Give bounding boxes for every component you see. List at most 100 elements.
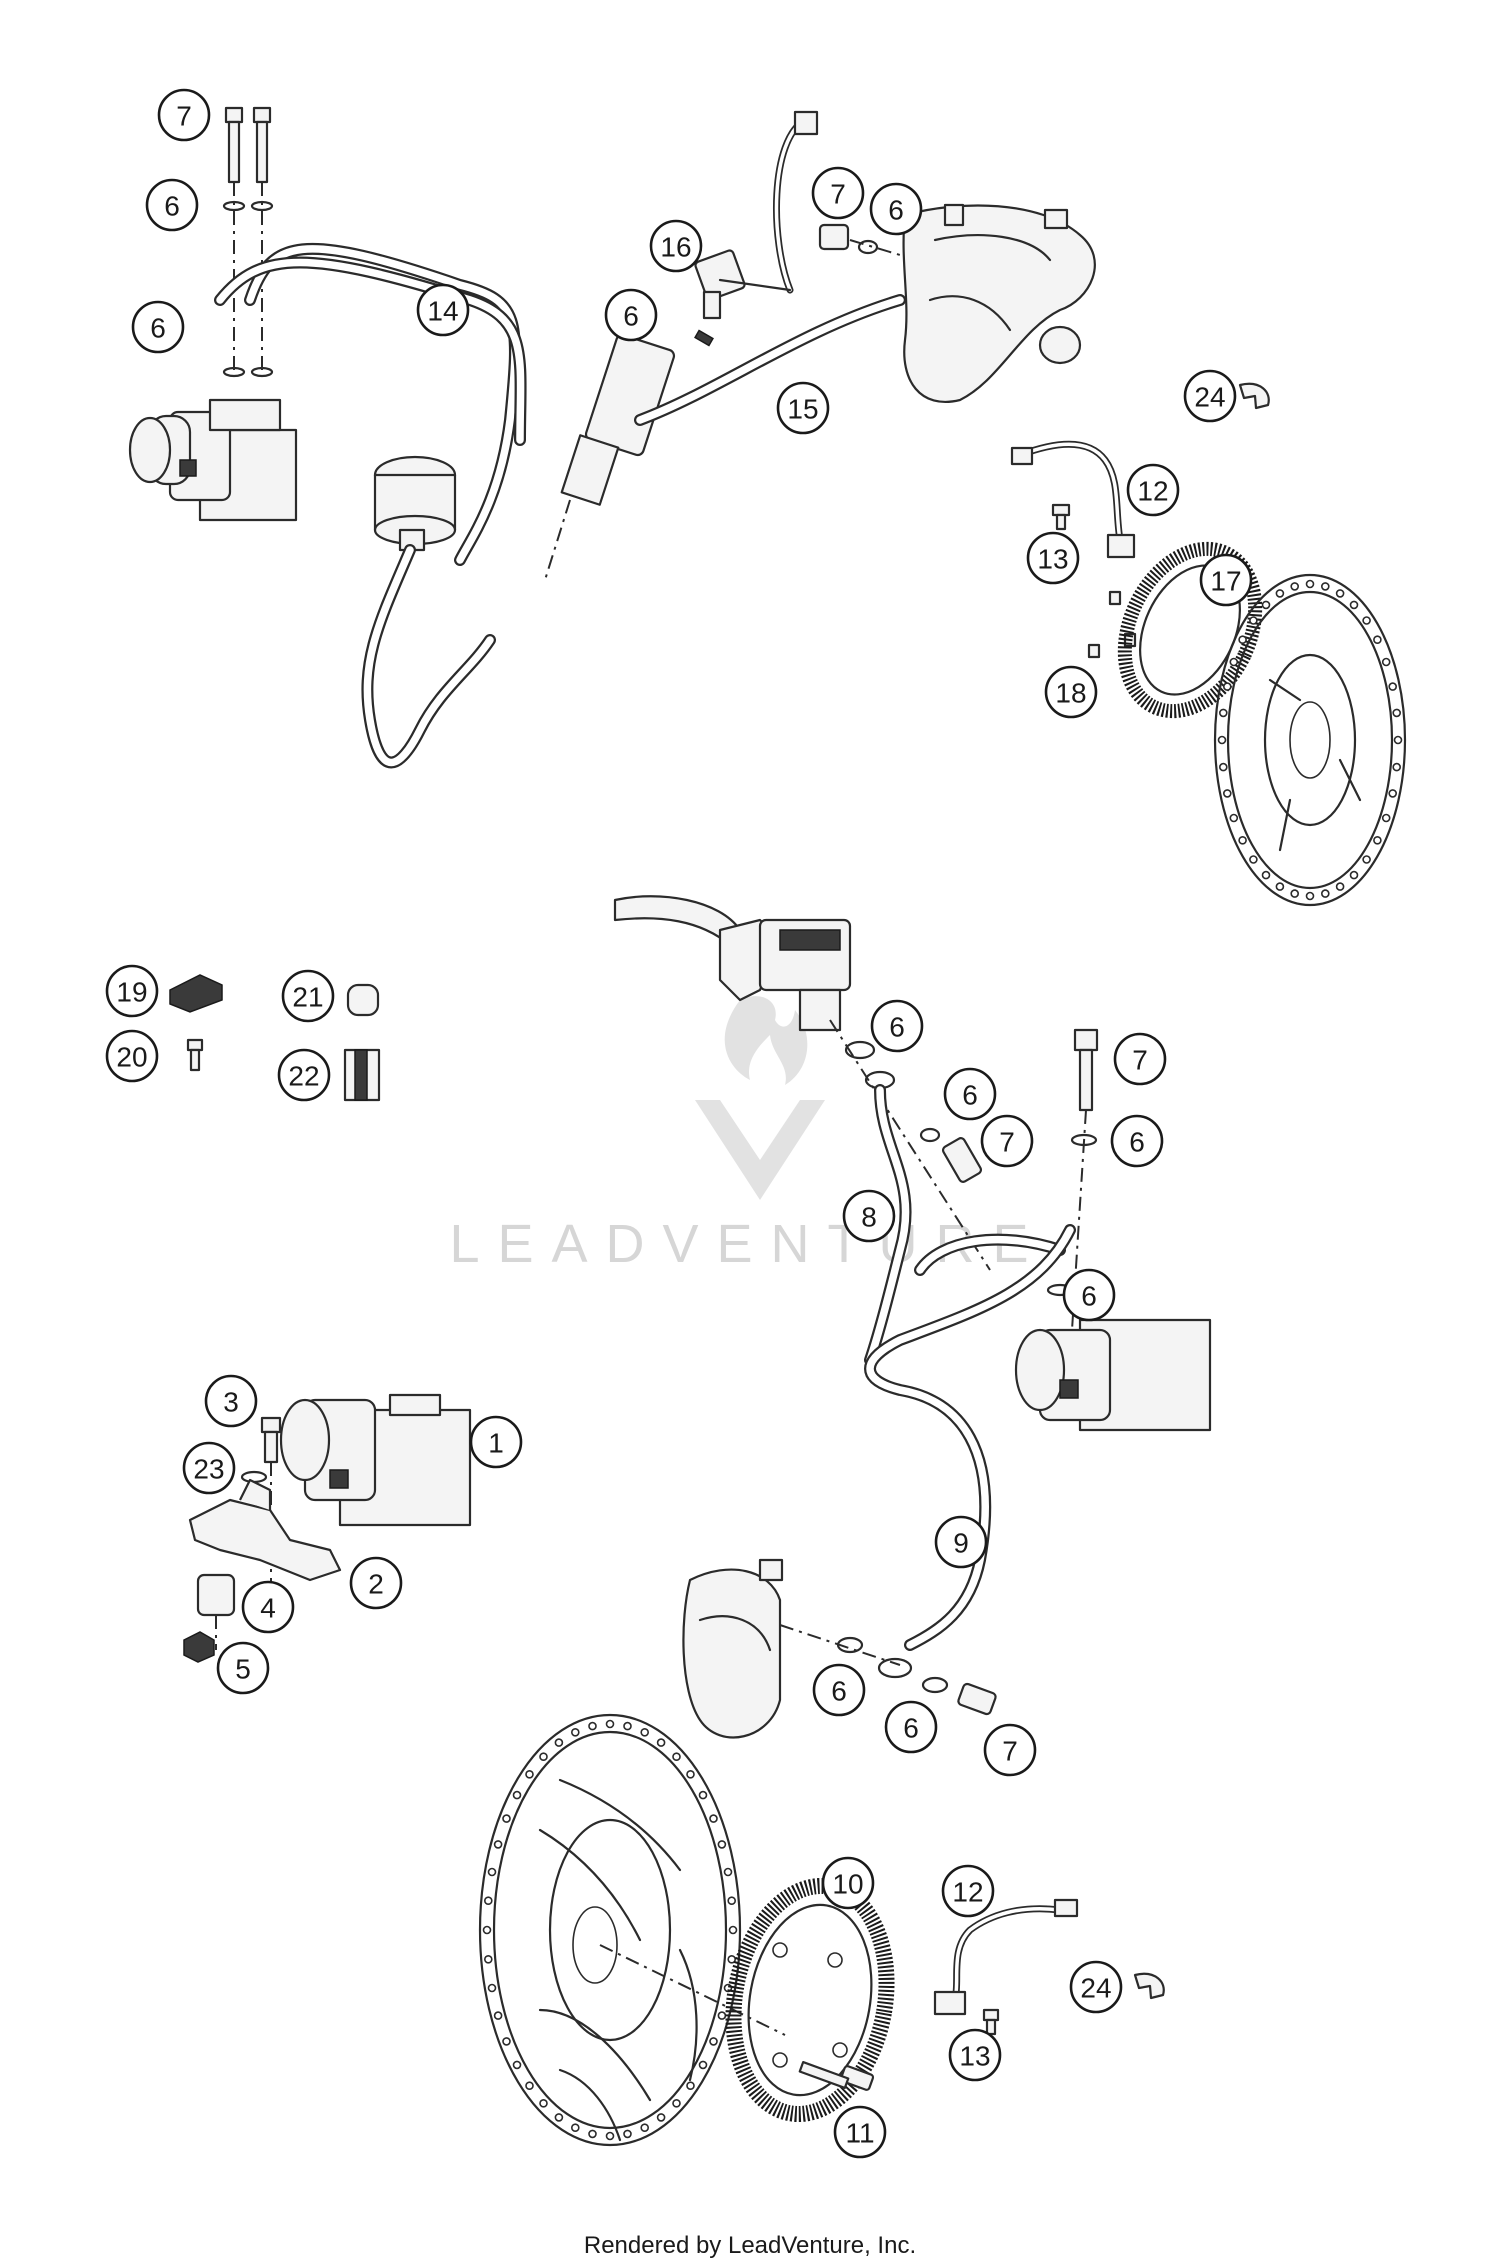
disc-perforation (1223, 682, 1232, 691)
callout-circle (145, 178, 199, 232)
callout-c13b[interactable]: 13 (948, 2028, 1002, 2082)
disc-perforation (728, 1925, 738, 1935)
disc-perforation (1321, 889, 1330, 898)
disc-perforation (1373, 835, 1382, 845)
front-brake-caliper (682, 1558, 901, 1739)
callout-c6f[interactable]: 6 (943, 1067, 997, 1121)
callout-circle (1069, 1960, 1123, 2014)
disc-perforation (727, 1896, 737, 1905)
disc-perforation (1305, 891, 1315, 901)
callout-circle (1183, 369, 1237, 423)
callout-c2[interactable]: 2 (349, 1556, 403, 1610)
callout-c7c[interactable]: 7 (1113, 1032, 1167, 1086)
callout-c6g[interactable]: 6 (1110, 1114, 1164, 1168)
abs-unit-top (128, 398, 298, 522)
callout-number: 10 (832, 1869, 863, 1900)
disc-perforation (570, 1728, 580, 1737)
callout-number: 6 (889, 1012, 905, 1043)
callout-c18[interactable]: 18 (1044, 665, 1098, 719)
disc-perforation (1362, 855, 1371, 864)
callout-c20[interactable]: 20 (105, 1029, 159, 1083)
callout-number: 16 (660, 232, 691, 263)
callout-c12b[interactable]: 12 (941, 1864, 995, 1918)
callout-number: 13 (959, 2041, 990, 2072)
callout-c23[interactable]: 23 (182, 1441, 236, 1495)
disc-perforation (1249, 855, 1258, 864)
callout-c8[interactable]: 8 (842, 1189, 896, 1243)
callout-number: 7 (999, 1127, 1015, 1158)
disc-perforation (1392, 708, 1401, 718)
callout-number: 3 (223, 1387, 239, 1418)
washer-23 (240, 1470, 268, 1484)
callout-c24b[interactable]: 24 (1069, 1960, 1123, 2014)
disc-perforation (1392, 762, 1401, 772)
callout-circle (281, 969, 335, 1023)
callout-c15[interactable]: 15 (776, 381, 830, 435)
callout-number: 22 (288, 1061, 319, 1092)
callout-c19[interactable]: 19 (105, 964, 159, 1018)
callout-c11[interactable]: 11 (833, 2105, 887, 2159)
callout-circle (469, 1415, 523, 1469)
callout-c6d[interactable]: 6 (869, 182, 923, 236)
callout-c5[interactable]: 5 (216, 1641, 270, 1695)
callout-c6e[interactable]: 6 (870, 999, 924, 1053)
callout-number: 6 (150, 313, 166, 344)
callout-c21[interactable]: 21 (281, 969, 335, 1023)
disc-perforation (1249, 616, 1258, 625)
callout-c14[interactable]: 14 (416, 283, 470, 337)
callout-c7e[interactable]: 7 (983, 1723, 1037, 1777)
callout-circle (811, 166, 865, 220)
callout-c6j[interactable]: 6 (884, 1700, 938, 1754)
disc-perforation (656, 1738, 666, 1747)
callout-number: 7 (176, 101, 192, 132)
callout-c3[interactable]: 3 (204, 1374, 258, 1428)
callout-c13a[interactable]: 13 (1026, 531, 1080, 585)
callout-c7d[interactable]: 7 (980, 1114, 1034, 1168)
disc-perforation (1349, 600, 1359, 610)
callout-number: 9 (953, 1528, 969, 1559)
callout-c1[interactable]: 1 (469, 1415, 523, 1469)
callout-c6b[interactable]: 6 (131, 300, 185, 354)
wheel-speed-sensor-12-top (1010, 440, 1136, 559)
disc-perforation (1275, 589, 1285, 598)
callout-circle (1199, 553, 1253, 607)
callout-c9[interactable]: 9 (934, 1515, 988, 1569)
disc-perforation (1223, 789, 1232, 798)
callout-c7a[interactable]: 7 (157, 88, 211, 142)
disc-perforation (1335, 882, 1345, 891)
disc-perforation (554, 1738, 564, 1747)
callout-circle (884, 1700, 938, 1754)
callout-c7b[interactable]: 7 (811, 166, 865, 220)
disc-perforation (727, 1955, 737, 1964)
callout-c10[interactable]: 10 (821, 1856, 875, 1910)
callout-number: 6 (962, 1080, 978, 1111)
disc-perforation (1290, 889, 1299, 898)
disc-perforation (1229, 657, 1239, 667)
callout-circle (869, 182, 923, 236)
callout-c16[interactable]: 16 (649, 219, 703, 273)
callout-circle (776, 381, 830, 435)
callout-c6h[interactable]: 6 (1062, 1268, 1116, 1322)
callout-c6a[interactable]: 6 (145, 178, 199, 232)
callout-circle (182, 1441, 236, 1495)
disc-perforation (623, 1721, 632, 1731)
callout-c4[interactable]: 4 (241, 1580, 295, 1634)
callout-c6c[interactable]: 6 (604, 288, 658, 342)
disc-perforation (483, 1896, 493, 1905)
screw-20 (186, 1038, 204, 1072)
callout-c12a[interactable]: 12 (1126, 463, 1180, 517)
disc-perforation (709, 1814, 718, 1823)
callout-c17[interactable]: 17 (1199, 553, 1253, 607)
disc-perforation (686, 2081, 695, 2090)
watermark-logo (695, 996, 825, 1200)
callout-circle (157, 88, 211, 142)
callout-c24a[interactable]: 24 (1183, 369, 1237, 423)
disc-perforation (483, 1955, 493, 1964)
callout-circle (349, 1556, 403, 1610)
callout-circle (277, 1048, 331, 1102)
disc-perforation (539, 2099, 548, 2108)
callout-c6i[interactable]: 6 (812, 1663, 866, 1717)
callout-c22[interactable]: 22 (277, 1048, 331, 1102)
callout-number: 7 (1132, 1045, 1148, 1076)
callout-number: 7 (1002, 1736, 1018, 1767)
